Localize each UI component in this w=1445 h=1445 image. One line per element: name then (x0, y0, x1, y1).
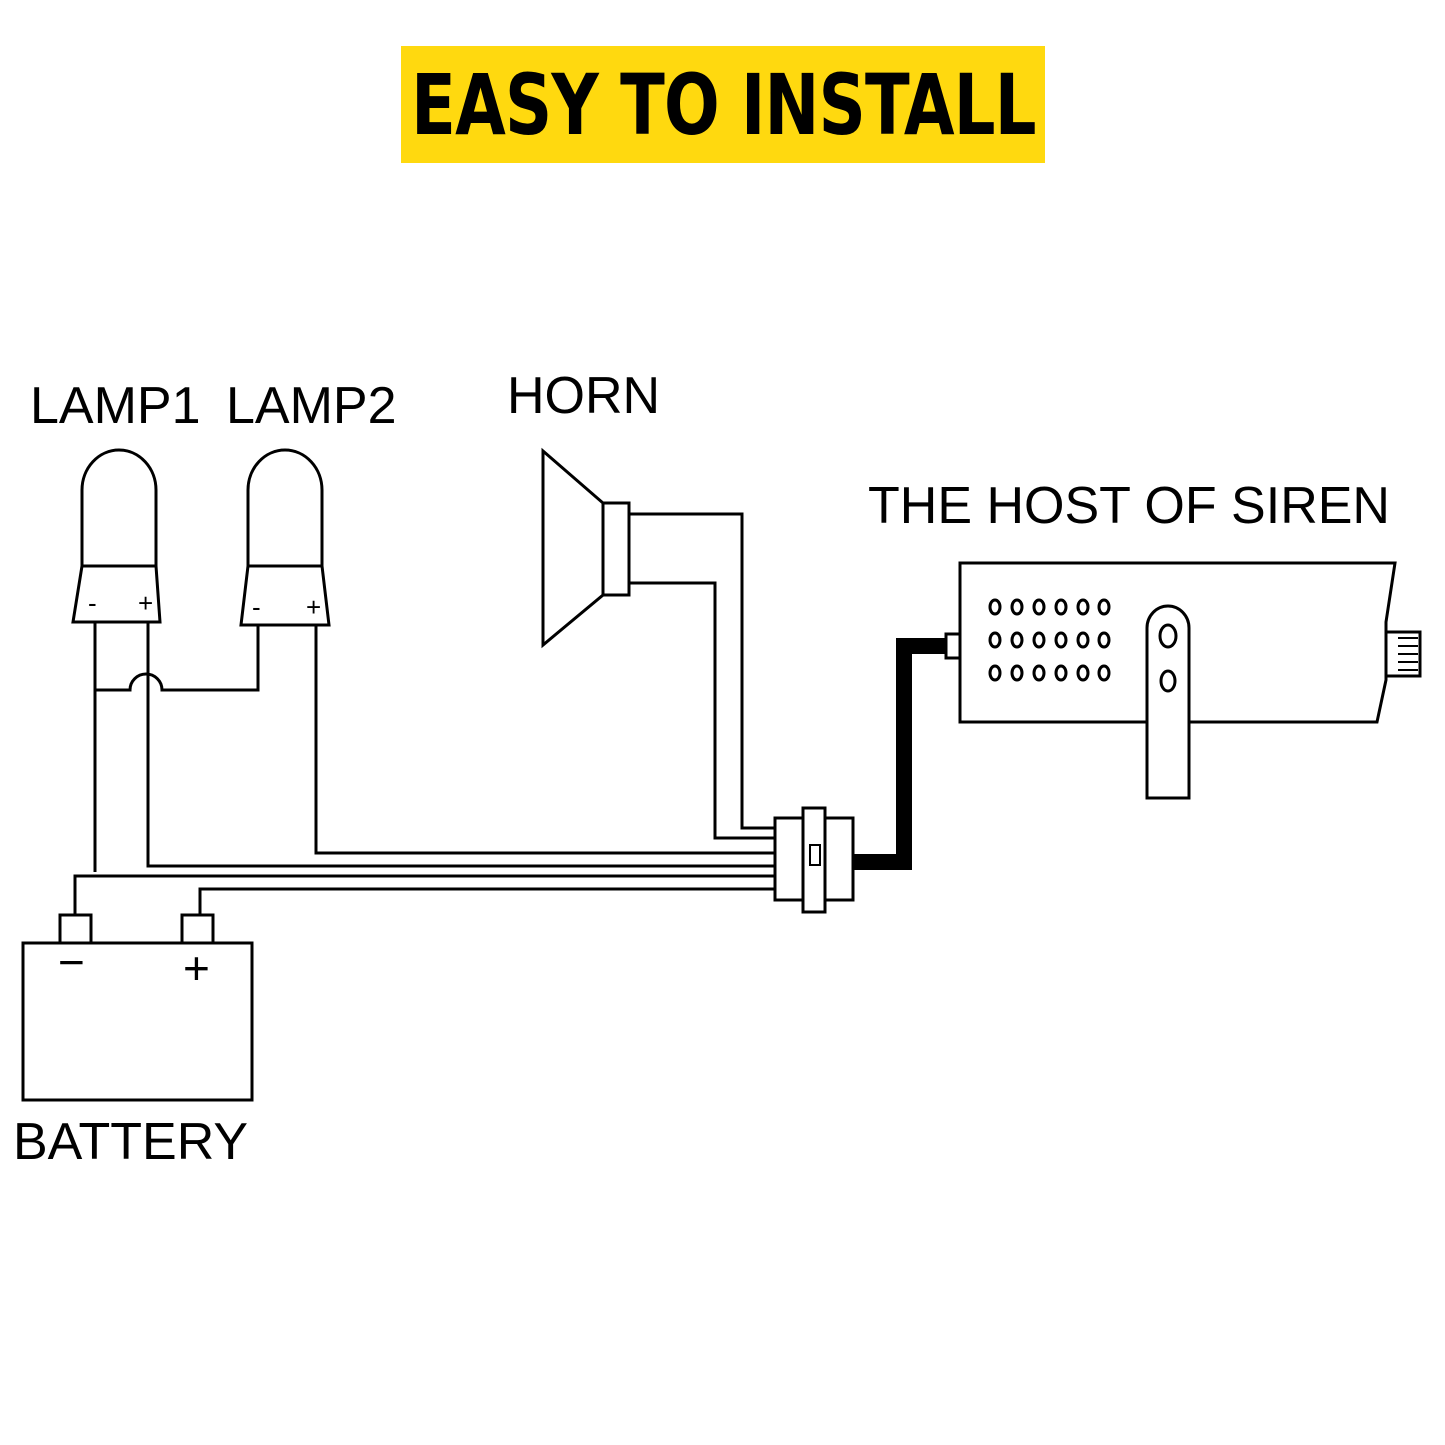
siren-cable (853, 638, 959, 870)
battery-negative-terminal: − (58, 936, 85, 988)
control-holes (988, 598, 1111, 682)
lamp2-positive-terminal: + (306, 592, 321, 622)
lamp-wires (93, 622, 775, 872)
battery-icon: − + (21, 913, 254, 1102)
connector-icon (773, 806, 855, 914)
horn-wires (629, 512, 775, 840)
lamp1-negative-terminal: - (88, 588, 97, 618)
battery-wires (73, 874, 775, 915)
lamp2-icon: - + (239, 448, 331, 627)
siren-host-icon (944, 561, 1422, 800)
siren-host-label: THE HOST OF SIREN (868, 477, 1390, 535)
lamp2-negative-terminal: - (252, 592, 261, 622)
lamp1-positive-terminal: + (138, 588, 153, 618)
lamp2-label: LAMP2 (226, 377, 397, 435)
battery-label: BATTERY (13, 1113, 249, 1171)
mount-bracket (1145, 604, 1191, 800)
horn-label: HORN (507, 367, 661, 425)
lamp1-label: LAMP1 (30, 377, 201, 435)
horn-icon (541, 447, 631, 649)
title-banner: EASY TO INSTALL (401, 46, 1045, 163)
battery-positive-terminal: + (183, 942, 210, 994)
lamp1-icon: - + (71, 448, 162, 624)
title-text: EASY TO INSTALL (410, 55, 1036, 154)
